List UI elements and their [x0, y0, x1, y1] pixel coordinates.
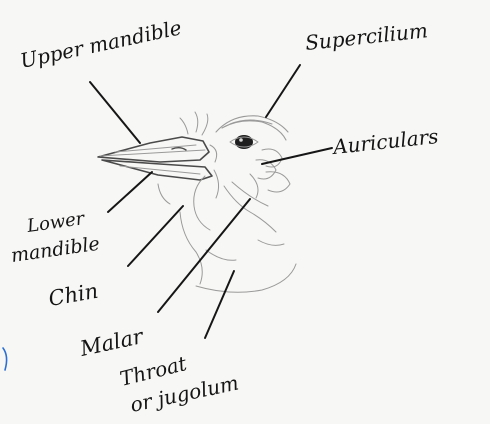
label-lower-mandible-line1: Lower — [25, 208, 87, 237]
leader-lines — [90, 65, 332, 338]
leader-malar — [158, 199, 250, 312]
leader-lower-mandible — [108, 172, 152, 212]
upper-mandible-sketch — [98, 137, 209, 162]
label-chin: Chin — [47, 279, 100, 311]
blue-edge-mark — [3, 348, 7, 370]
leader-throat — [205, 271, 234, 338]
label-auriculars: Auriculars — [330, 124, 439, 159]
label-supercilium: Supercilium — [304, 18, 429, 55]
label-malar: Malar — [77, 324, 147, 361]
labels: Upper mandible Supercilium Auriculars Lo… — [10, 15, 440, 417]
leader-supercilium — [266, 65, 300, 117]
label-upper-mandible: Upper mandible — [18, 15, 184, 73]
label-lower-mandible-line2: mandible — [10, 233, 102, 267]
leader-auriculars — [262, 148, 332, 164]
leader-upper-mandible — [90, 82, 140, 143]
leader-chin — [128, 206, 183, 266]
